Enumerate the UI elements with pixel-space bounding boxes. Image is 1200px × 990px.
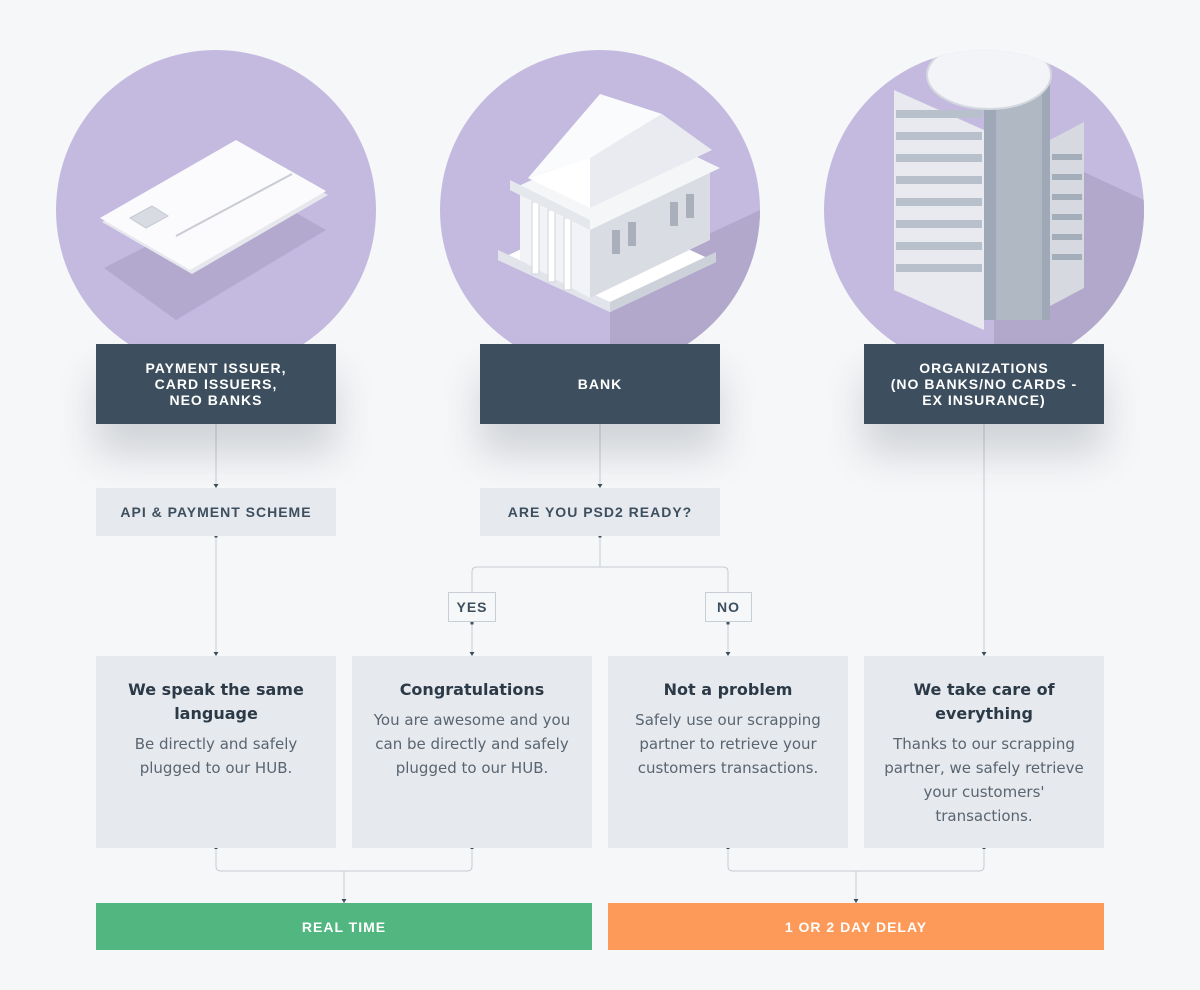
outcome-title: Congratulations [399, 680, 545, 699]
result-real-time-bar: REAL TIME [96, 903, 592, 950]
outcome-card-take-care: We take care of everything Thanks to our… [864, 656, 1104, 848]
outcome-text: Safely use our scrapping partner to retr… [635, 711, 821, 777]
outcome-title: Not a problem [663, 680, 793, 699]
outcome-card-congratulations: Congratulations You are awesome and you … [352, 656, 592, 848]
outcome-text: You are awesome and you can be directly … [373, 711, 571, 777]
office-tower-icon [894, 50, 1144, 370]
question-psd2-ready: ARE YOU PSD2 READY? [480, 488, 720, 536]
outcome-text: Thanks to our scrapping partner, we safe… [884, 735, 1084, 825]
bank-circle [440, 50, 760, 370]
outcome-title: We speak the same language [128, 680, 304, 723]
bank-icon [498, 94, 760, 370]
outcome-title: We take care of everything [913, 680, 1055, 723]
credit-card-circle [56, 50, 376, 370]
outcome-text: Be directly and safely plugged to our HU… [134, 735, 298, 777]
category-bank: BANK [480, 344, 720, 424]
outcome-card-same-language: We speak the same language Be directly a… [96, 656, 336, 848]
question-api-payment-scheme: API & PAYMENT SCHEME [96, 488, 336, 536]
category-organizations: ORGANIZATIONS (NO BANKS/NO CARDS - EX IN… [864, 344, 1104, 424]
credit-card-icon [100, 140, 328, 320]
result-delay-bar: 1 OR 2 DAY DELAY [608, 903, 1104, 950]
office-tower-circle [824, 50, 1144, 370]
branch-yes-label: YES [448, 592, 496, 622]
category-payment-issuer: PAYMENT ISSUER, CARD ISSUERS, NEO BANKS [96, 344, 336, 424]
branch-no-label: NO [705, 592, 752, 622]
outcome-card-not-a-problem: Not a problem Safely use our scrapping p… [608, 656, 848, 848]
